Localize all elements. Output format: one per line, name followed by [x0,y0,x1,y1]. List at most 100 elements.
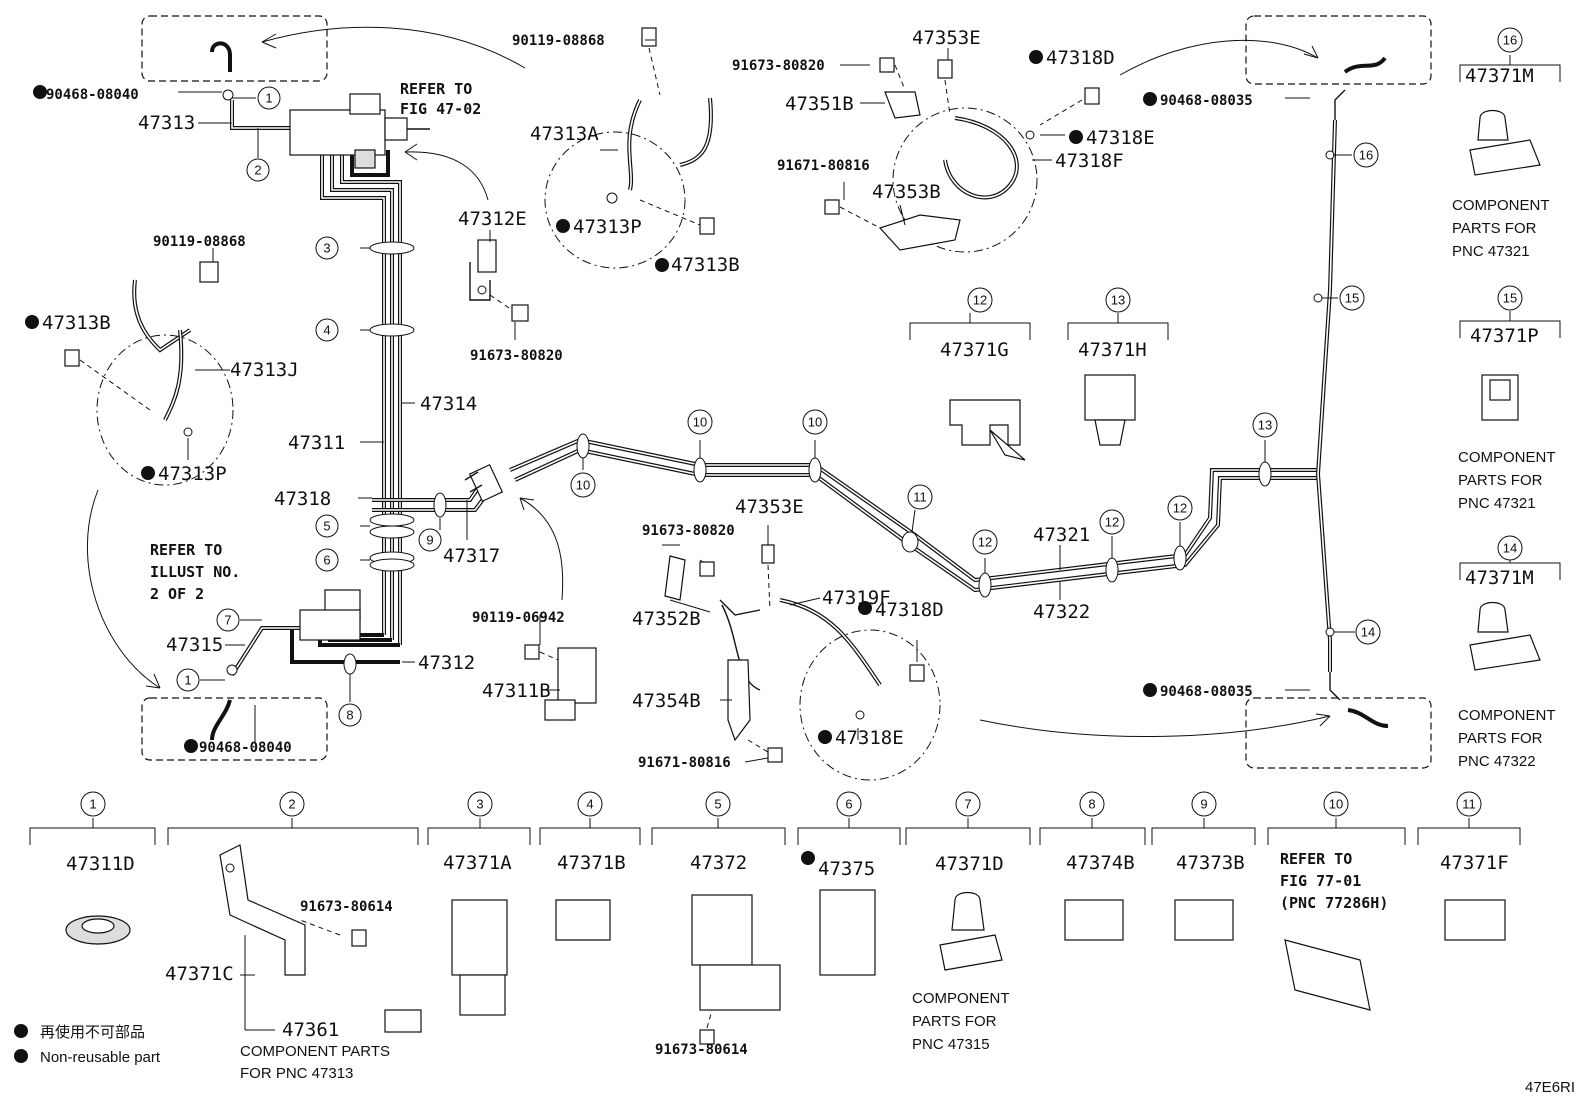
svg-text:PNC 47322: PNC 47322 [1458,753,1536,770]
label-91673-80614-b: 91673-80614 [655,1042,748,1058]
callouts: 1 2 3 4 5 6 7 1 8 9 10 10 10 11 12 12 12… [80,27,1523,817]
callout-6-row: 6 [836,791,862,817]
svg-text:14: 14 [1503,541,1517,556]
svg-text:12: 12 [1173,501,1187,516]
svg-text:REFER TO: REFER TO [1280,850,1352,868]
non-reusable-dots [14,50,1157,1063]
label-90119-08868-left: 90119-08868 [153,234,246,250]
svg-text:10: 10 [808,415,822,430]
callout-16-mid: 16 [1353,142,1379,168]
label-90468-08035-bottom: 90468-08035 [1160,684,1253,700]
svg-text:FIG 47-02: FIG 47-02 [400,100,481,118]
label-47317: 47317 [443,545,500,567]
callout-10-a: 10 [570,472,596,498]
detail-hose-shapes [210,41,1389,741]
label-47311D: 47311D [66,853,135,875]
leader-lines [178,39,1355,763]
bracket-47311B [524,644,597,721]
svg-text:FIG 77-01: FIG 77-01 [1280,872,1361,890]
svg-text:4: 4 [323,323,330,338]
svg-text:1: 1 [89,797,96,812]
hose-47313J-group [64,261,234,486]
refer-labels: REFER TO FIG 47-02 REFER TO ILLUST NO. 2… [150,80,1388,912]
callout-11-mid: 11 [907,484,933,510]
bracket-47312E [469,239,529,322]
callout-12-c: 12 [1167,495,1193,521]
label-47313A: 47313A [530,123,599,145]
label-47353E-mid: 47353E [735,496,804,518]
callout-9-row: 9 [1191,791,1217,817]
label-47372: 47372 [690,852,747,874]
svg-text:16: 16 [1359,148,1373,163]
svg-text:16: 16 [1503,33,1517,48]
svg-text:5: 5 [323,519,330,534]
svg-text:4: 4 [586,797,593,812]
clip-47371H [1084,374,1136,446]
callout-12-head: 12 [967,287,993,313]
callout-2-top: 2 [246,158,270,182]
label-47312: 47312 [418,652,475,674]
callout-8-row: 8 [1079,791,1105,817]
svg-text:10: 10 [693,415,707,430]
svg-text:COMPONENT: COMPONENT [912,990,1010,1007]
label-47371P: 47371P [1470,325,1539,347]
svg-text:1: 1 [265,91,272,106]
label-90468-08040-bottom: 90468-08040 [199,740,292,756]
clamp-47372 [691,894,781,1045]
label-47318: 47318 [274,488,331,510]
callout-7: 7 [216,608,240,632]
label-47313: 47313 [138,112,195,134]
svg-text:12: 12 [978,535,992,550]
svg-text:8: 8 [346,708,353,723]
label-47313B-top: 47313B [671,254,740,276]
clip-47371M-b [1469,601,1541,671]
legend-english: Non-reusable part [40,1049,161,1066]
callout-13-head: 13 [1105,287,1131,313]
clip-47371G [949,399,1026,461]
label-47318E-top: 47318E [1086,127,1155,149]
label-91673-80614-a: 91673-80614 [300,899,393,915]
label-47322: 47322 [1033,601,1090,623]
label-47371B: 47371B [557,852,626,874]
label-47361: 47361 [282,1019,339,1041]
label-91673-80820-b: 91673-80820 [642,523,735,539]
svg-text:2: 2 [288,797,295,812]
callout-6: 6 [315,548,339,572]
svg-text:6: 6 [323,553,330,568]
label-47353E-top: 47353E [912,27,981,49]
svg-text:12: 12 [1105,515,1119,530]
svg-text:10: 10 [576,478,590,493]
clamp-47371B [555,899,611,941]
svg-text:REFER TO: REFER TO [150,541,222,559]
legend-japanese: 再使用不可部品 [40,1024,145,1041]
callout-11-row: 11 [1456,791,1482,817]
callout-1-bottom: 1 [176,668,200,692]
svg-text:COMPONENT: COMPONENT [1452,197,1550,214]
callout-4: 4 [315,318,339,342]
lower-valve-block [226,589,361,676]
label-91671-80816-top: 91671-80816 [777,158,870,174]
callout-10-c: 10 [802,409,828,435]
callout-1-row: 1 [80,791,106,817]
svg-text:3: 3 [476,797,483,812]
callout-3-row: 3 [467,791,493,817]
group-brackets [29,55,1561,845]
label-47319F: 47319F [822,587,891,609]
grommet-47311D [65,915,131,945]
callout-2-row: 2 [279,791,305,817]
svg-text:14: 14 [1361,625,1375,640]
label-47311: 47311 [288,432,345,454]
clamp-47371F [1444,899,1506,941]
detail-box-top-right [1245,15,1432,85]
label-47321: 47321 [1033,524,1090,546]
svg-text:3: 3 [323,241,330,256]
svg-text:PARTS FOR: PARTS FOR [1458,472,1543,489]
label-47371H: 47371H [1078,339,1147,361]
callout-15-mid: 15 [1339,285,1365,311]
label-47352B: 47352B [632,608,701,630]
callout-12-b: 12 [1099,509,1125,535]
callout-15-head: 15 [1497,285,1523,311]
callout-12-a: 12 [972,529,998,555]
clip-47371M-a [1469,109,1541,176]
